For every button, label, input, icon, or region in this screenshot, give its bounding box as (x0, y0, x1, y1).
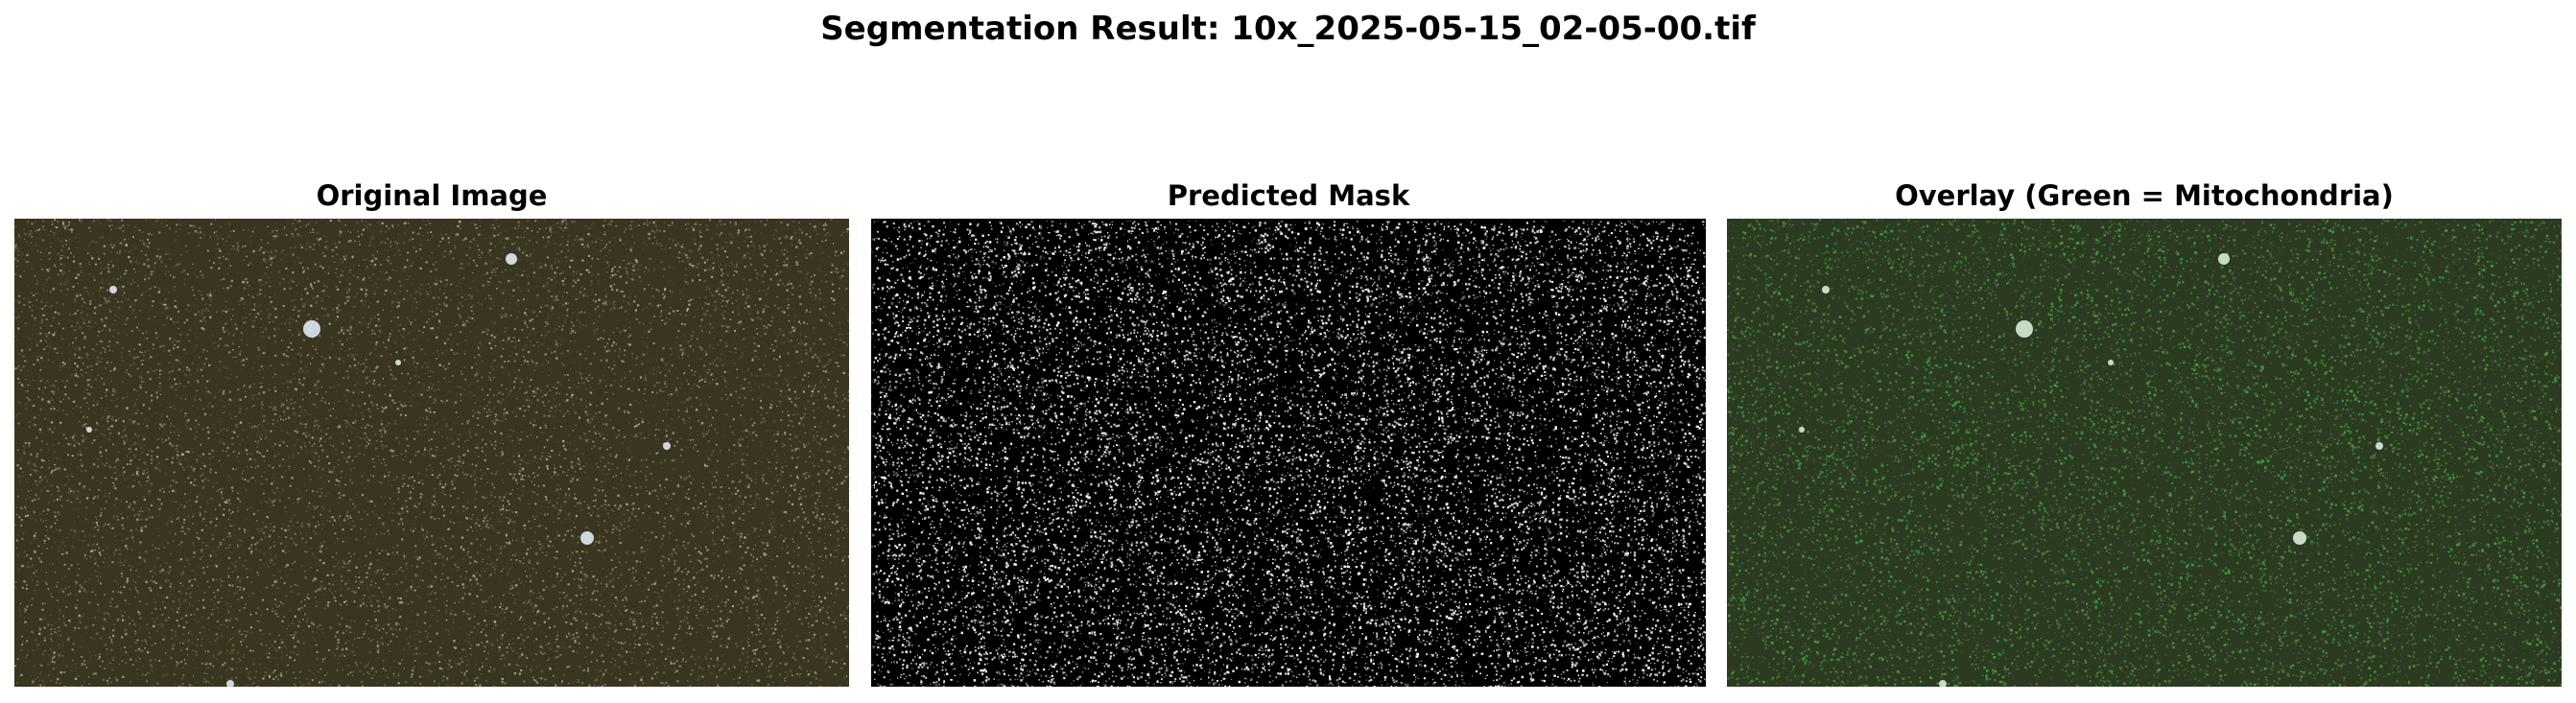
overlay-title: Overlay (Green = Mitochondria) (1727, 176, 2562, 215)
original-image-panel: Original Image (14, 176, 849, 687)
original-image (14, 219, 849, 687)
original-image-title: Original Image (14, 176, 849, 215)
overlay-image (1727, 219, 2562, 687)
original-image-canvas (14, 219, 849, 687)
overlay-canvas (1727, 219, 2562, 687)
predicted-mask-panel: Predicted Mask (871, 176, 1706, 687)
overlay-panel: Overlay (Green = Mitochondria) (1727, 176, 2562, 687)
predicted-mask-canvas (871, 219, 1706, 687)
predicted-mask-title: Predicted Mask (871, 176, 1706, 215)
predicted-mask-image (871, 219, 1706, 687)
figure-title: Segmentation Result: 10x_2025-05-15_02-0… (0, 8, 2576, 50)
